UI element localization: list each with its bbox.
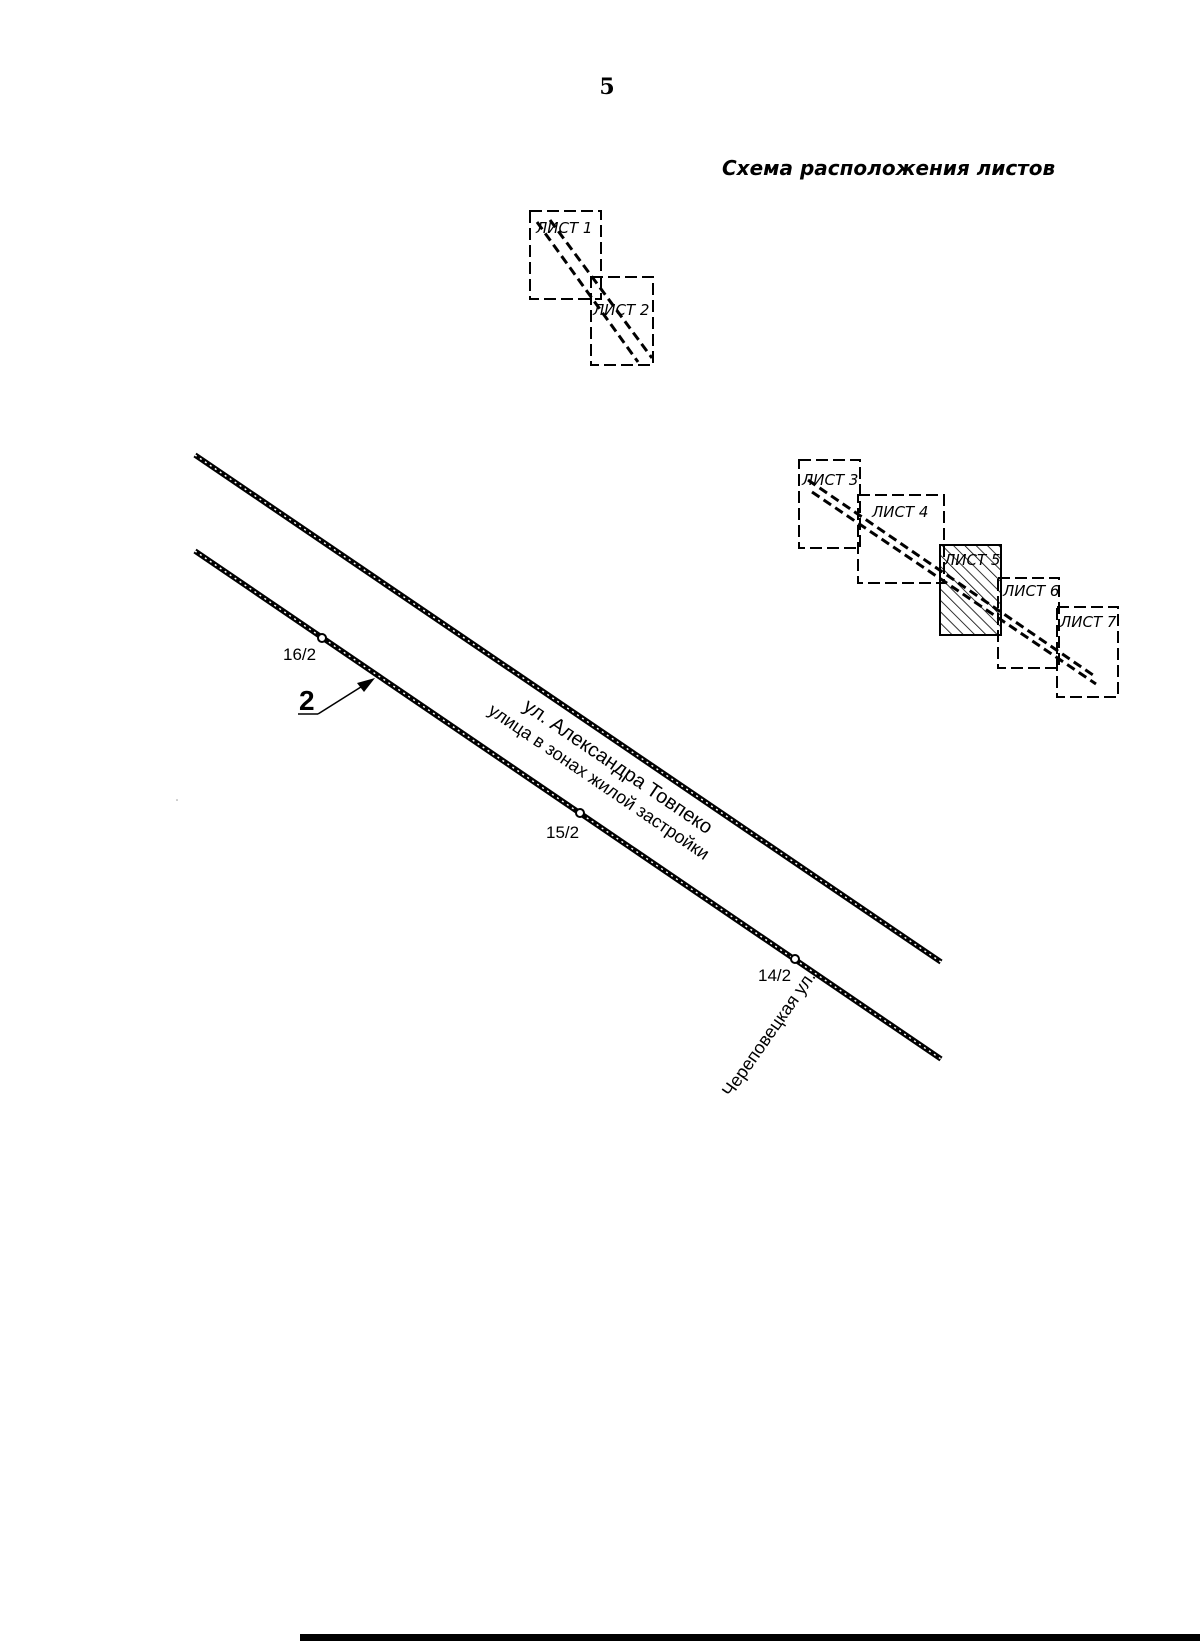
scheme-title: Схема расположения листов — [722, 156, 1056, 180]
sheet-2-label: ЛИСТ 2 — [592, 301, 649, 319]
page-number: 5 — [599, 74, 615, 100]
street-name-label: ул. Александра Товпеко — [519, 695, 716, 839]
callout-number: 2 — [299, 685, 315, 716]
sheet-1-frame: ЛИСТ 1 — [529, 210, 602, 300]
street-red-line-lower — [193, 548, 943, 1062]
point-label-14-2: 14/2 — [758, 966, 791, 985]
map-point-14-2: 14/2 — [758, 954, 800, 985]
cross-street-label: Череповецкая ул. — [718, 967, 820, 1100]
sheet-2-frame: ЛИСТ 2 — [590, 276, 654, 366]
bottom-border — [300, 1634, 1200, 1641]
sheet-route-line-1 — [535, 219, 654, 363]
street-red-line-upper — [193, 452, 943, 965]
point-label-15-2: 15/2 — [546, 823, 579, 842]
sheet-6-frame: ЛИСТ 6 — [997, 577, 1060, 669]
sheet-route-line-2 — [807, 478, 1097, 686]
map-point-15-2: 15/2 — [546, 808, 585, 842]
sheet-7-frame: ЛИСТ 7 — [1056, 606, 1119, 698]
sheet-7-label: ЛИСТ 7 — [1059, 613, 1117, 631]
sheet-6-label: ЛИСТ 6 — [1002, 582, 1059, 600]
map-point-16-2: 16/2 — [283, 633, 327, 664]
point-label-16-2: 16/2 — [283, 645, 316, 664]
scan-speck — [176, 799, 178, 801]
sheet-1-label: ЛИСТ 1 — [535, 219, 592, 237]
callout-arrowhead — [357, 678, 375, 692]
sheet-5-label: ЛИСТ 5 — [943, 551, 1000, 569]
sheet-4-label: ЛИСТ 4 — [871, 503, 928, 521]
sheet-4-frame: ЛИСТ 4 — [857, 494, 945, 584]
callout-2: 2 — [298, 678, 375, 716]
